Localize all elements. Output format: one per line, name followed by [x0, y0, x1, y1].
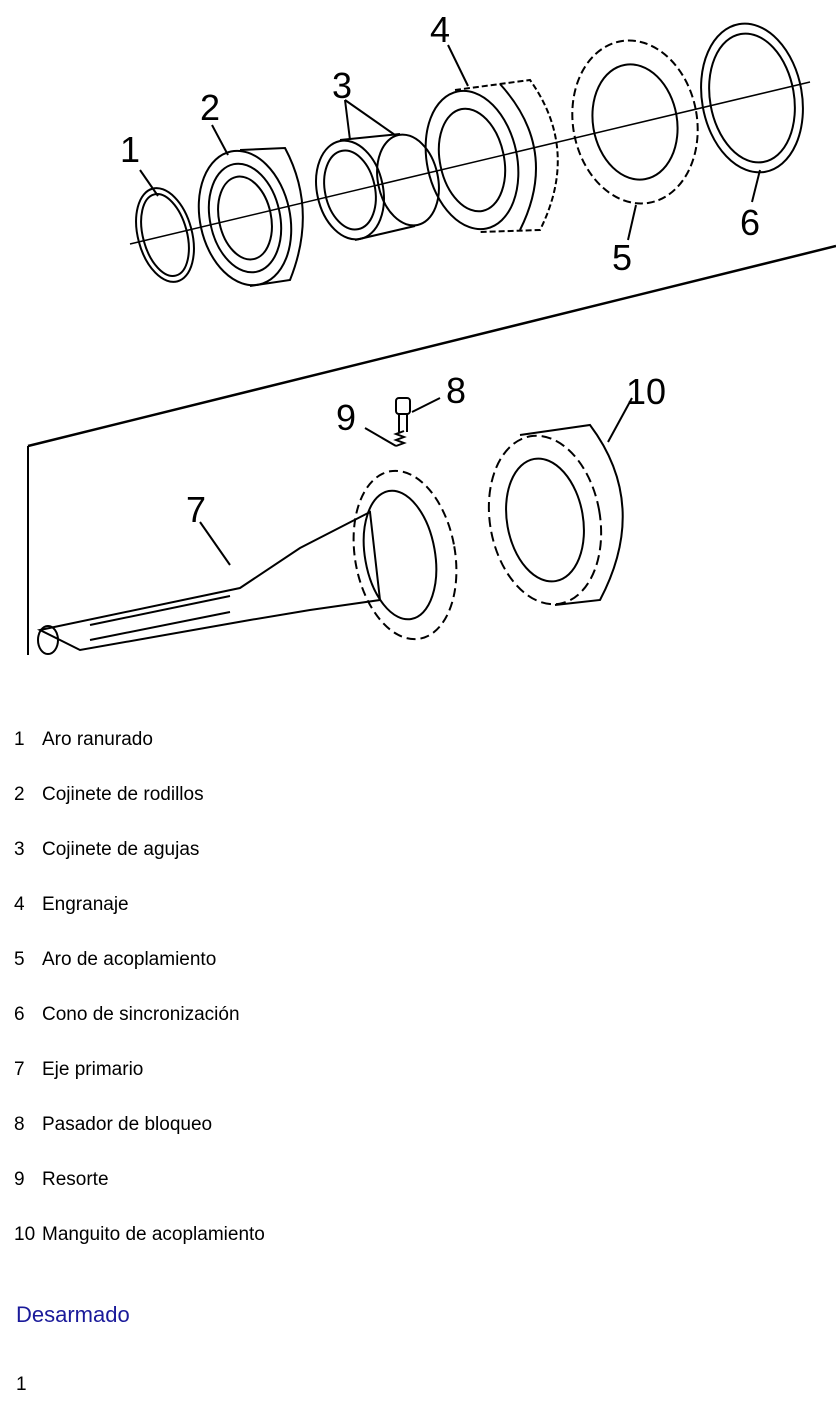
legend-number: 2: [14, 783, 25, 805]
legend-number: 5: [14, 948, 25, 970]
callout-4: 4: [430, 9, 450, 50]
section-title: Desarmado: [16, 1302, 130, 1327]
callout-9: 9: [336, 397, 356, 438]
legend-label: Manguito de acoplamiento: [42, 1223, 265, 1245]
legend-item: 3 Cojinete de agujas: [0, 822, 836, 877]
callout-3: 3: [332, 65, 352, 106]
legend-item: 7 Eje primario: [0, 1042, 836, 1097]
legend-label: Cojinete de agujas: [42, 838, 200, 860]
shaft-hub-part: [352, 469, 458, 641]
legend-item: 4 Engranaje: [0, 877, 836, 932]
synchro-cone-part: [700, 22, 804, 174]
exploded-diagram: 1 2 3 4 5 6 7 8 9 10: [27, 9, 836, 655]
legend-number: 1: [14, 728, 25, 750]
legend-number: 9: [14, 1168, 25, 1190]
legend-label: Aro ranurado: [42, 728, 153, 750]
step-number: 1: [16, 1374, 27, 1395]
legend-item: 10 Manguito de acoplamiento: [0, 1207, 836, 1262]
callout-8: 8: [446, 370, 466, 411]
legend-item: 6 Cono de sincronización: [0, 987, 836, 1042]
legend-number: 8: [14, 1113, 25, 1135]
callout-1: 1: [120, 129, 140, 170]
needle-bearing-part: [315, 133, 440, 241]
legend-item: 8 Pasador de bloqueo: [0, 1097, 836, 1152]
legend-number: 10: [14, 1223, 36, 1245]
spring-part: [393, 430, 407, 447]
legend-label: Engranaje: [42, 893, 129, 915]
legend-label: Eje primario: [42, 1058, 144, 1080]
callout-2: 2: [200, 87, 220, 128]
legend-item: 1 Aro ranurado: [0, 712, 836, 767]
legend-number: 6: [14, 1003, 25, 1025]
legend-item: 9 Resorte: [0, 1152, 836, 1207]
legend-label: Pasador de bloqueo: [42, 1113, 213, 1135]
roller-bearing-part: [197, 146, 304, 287]
callout-5: 5: [612, 237, 632, 278]
legend-number: 4: [14, 893, 25, 915]
coupling-sleeve-part: [487, 423, 624, 606]
legend-item: 5 Aro de acoplamiento: [0, 932, 836, 987]
callout-10: 10: [626, 371, 666, 412]
legend-label: Cono de sincronización: [42, 1003, 240, 1025]
legend-label: Cojinete de rodillos: [42, 783, 204, 805]
locking-pin-part: [395, 397, 411, 432]
coupling-ring-part: [571, 39, 699, 205]
callout-6: 6: [740, 202, 760, 243]
legend-label: Resorte: [42, 1168, 109, 1190]
parts-legend: 1 Aro ranurado 2 Cojinete de rodillos 3 Coj…: [0, 712, 836, 1262]
gear-part: [424, 78, 559, 233]
legend-number: 7: [14, 1058, 25, 1080]
callout-7: 7: [186, 489, 206, 530]
legend-item: 2 Cojinete de rodillos: [0, 767, 836, 822]
legend-number: 3: [14, 838, 25, 860]
legend-label: Aro de acoplamiento: [42, 948, 217, 970]
